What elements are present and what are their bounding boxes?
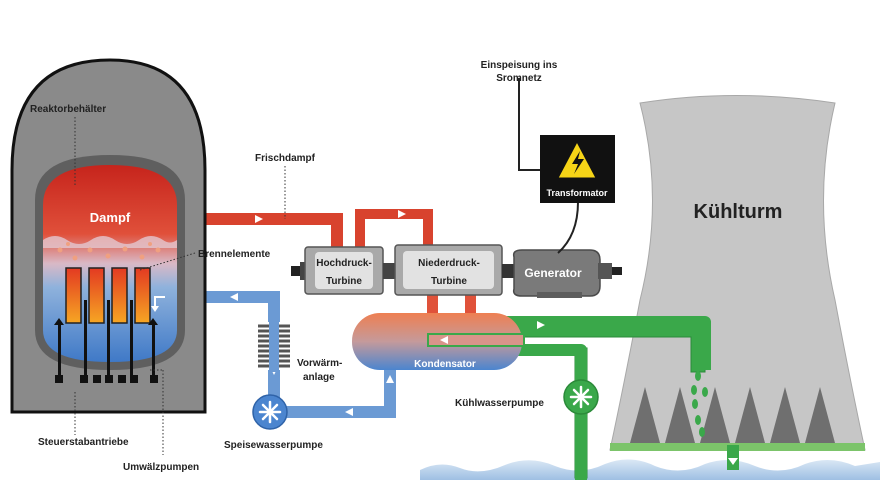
control-rods bbox=[84, 300, 133, 380]
pump-fan-icon bbox=[569, 385, 593, 409]
control-rod-drives bbox=[55, 375, 158, 383]
condenser-label: Kondensator bbox=[414, 359, 476, 370]
cooling-water-droplets bbox=[691, 371, 708, 437]
grid-connection-cable bbox=[518, 78, 579, 254]
feedwater-pump bbox=[252, 394, 288, 430]
lp-turbine: Niederdruck- Turbine bbox=[394, 244, 503, 296]
grid-feed-label-line2: Sromnetz bbox=[496, 73, 542, 84]
generator-label: Generator bbox=[524, 266, 582, 280]
cooling-water-pump-label: Kühlwasserpumpe bbox=[455, 398, 544, 409]
water-surface bbox=[420, 459, 880, 480]
lp-turbine-label-line1: Niederdruck- bbox=[418, 258, 480, 269]
feedwater-pump-label: Speisewasserpumpe bbox=[224, 440, 323, 451]
leader-lines bbox=[74, 117, 286, 455]
pump-fan-icon bbox=[258, 400, 282, 424]
cooling-tower-label: Kühlturm bbox=[694, 201, 783, 223]
reactor-building: Dampf bbox=[10, 58, 207, 414]
transformer-label: Transformator bbox=[546, 188, 608, 198]
fuel-elements-label: Brennelemente bbox=[198, 249, 271, 260]
lp-turbine-label-line2: Turbine bbox=[431, 276, 467, 287]
condenser: Kondensator bbox=[352, 313, 525, 370]
hp-turbine: Hochdruck- Turbine bbox=[291, 246, 384, 295]
live-steam-line bbox=[157, 209, 476, 318]
steam-label: Dampf bbox=[90, 210, 131, 225]
grid-feed-label-line1: Einspeisung ins bbox=[481, 60, 558, 71]
preheater-coil bbox=[258, 320, 290, 372]
recirc-pumps-label: Umwälzpumpen bbox=[123, 462, 199, 473]
cooling-tower: Kühlturm bbox=[609, 95, 866, 451]
fuel-elements bbox=[65, 267, 151, 324]
live-steam-label: Frischdampf bbox=[255, 153, 316, 164]
cooling-tower-fins bbox=[630, 387, 835, 443]
generator: Generator bbox=[512, 249, 622, 298]
generator-shaft bbox=[502, 264, 514, 278]
preheater-label-line1: Vorwärm- bbox=[297, 358, 342, 369]
steam-bubbles bbox=[57, 242, 161, 261]
feedwater-line bbox=[158, 291, 396, 430]
cooling-water-pump bbox=[563, 379, 599, 415]
recirc-pump-markers bbox=[54, 318, 158, 377]
control-rod-drives-label: Steuerstabantriebe bbox=[38, 437, 129, 448]
hp-turbine-label-line2: Turbine bbox=[326, 276, 362, 287]
reactor-vessel-label: Reaktorbehälter bbox=[30, 104, 106, 115]
hp-turbine-label-line1: Hochdruck- bbox=[316, 258, 372, 269]
preheater-label-line2: anlage bbox=[303, 372, 335, 383]
transformer: Transformator bbox=[540, 135, 615, 203]
turbine-coupling bbox=[383, 263, 395, 279]
warning-high-voltage-icon bbox=[557, 140, 597, 179]
